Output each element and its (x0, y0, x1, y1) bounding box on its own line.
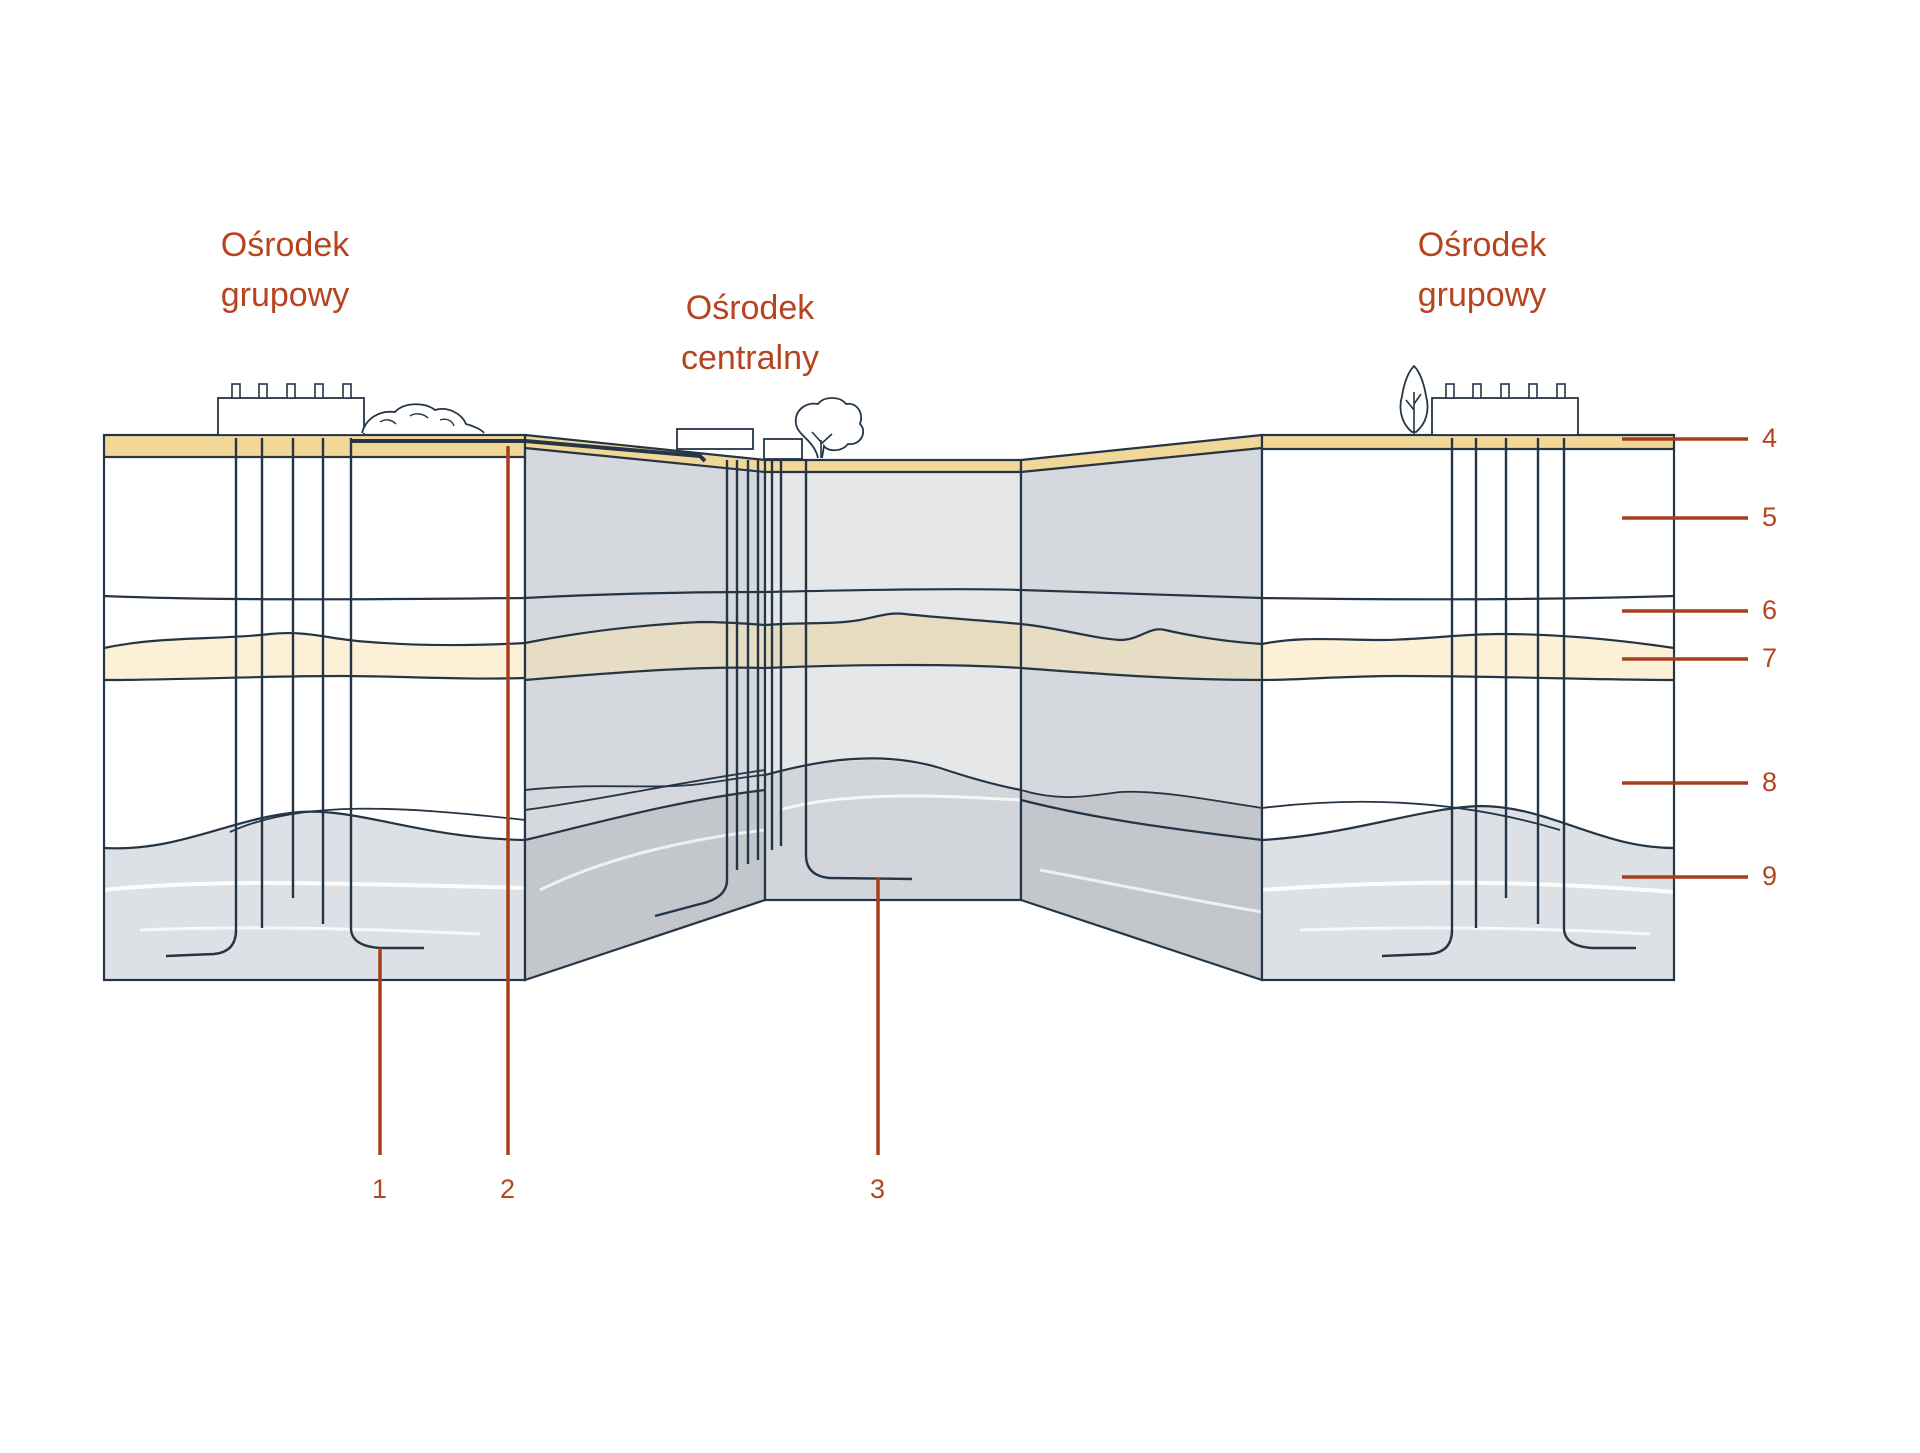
number-4: 4 (1762, 423, 1778, 453)
right-label-line2: grupowy (1417, 276, 1547, 314)
right-front-panel (1260, 433, 1676, 982)
number-3: 3 (870, 1174, 886, 1204)
left-angled-panel (523, 433, 767, 982)
central-facility-building (676, 428, 803, 460)
left-front-panel (102, 433, 527, 982)
left-facility-building (217, 383, 365, 436)
center-label-line1: Ośrodek (685, 289, 815, 327)
center-panel (763, 458, 1023, 902)
central-tree-icon (794, 397, 865, 459)
left-group-center-label: Ośrodek grupowy (190, 220, 380, 320)
right-label-line1: Ośrodek (1417, 226, 1547, 264)
number-7: 7 (1762, 643, 1778, 673)
number-8: 8 (1762, 767, 1778, 797)
number-1: 1 (372, 1174, 388, 1204)
number-6: 6 (1762, 595, 1778, 625)
right-angled-panel (1019, 433, 1264, 982)
right-facility-building (1431, 383, 1579, 436)
number-5: 5 (1762, 502, 1778, 532)
central-center-label: Ośrodek centralny (650, 283, 850, 383)
number-2: 2 (500, 1174, 516, 1204)
number-9: 9 (1762, 861, 1778, 891)
center-label-line2: centralny (681, 339, 819, 377)
right-group-center-label: Ośrodek grupowy (1387, 220, 1577, 320)
callout-lines (378, 437, 1748, 1155)
left-label-line2: grupowy (220, 276, 350, 314)
left-label-line1: Ośrodek (220, 226, 350, 264)
right-tree-icon (1399, 364, 1429, 435)
left-bush-icon (361, 403, 485, 434)
